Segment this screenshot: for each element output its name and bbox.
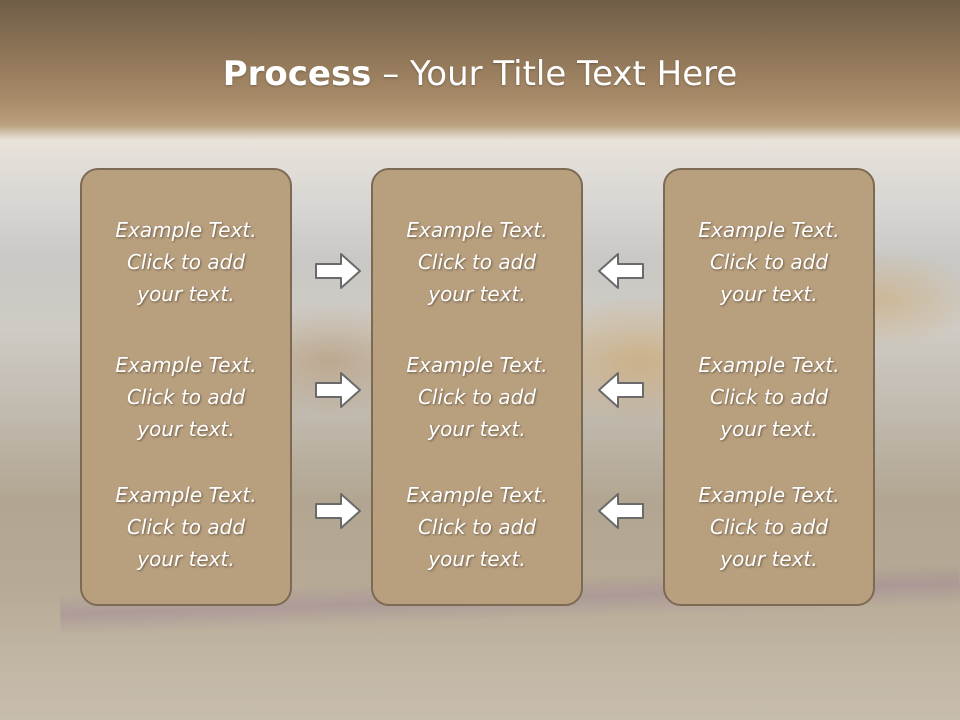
title-bold: Process [222,54,372,94]
text-line: your text. [428,417,526,441]
text-line: Click to add [417,250,537,274]
text-line: your text. [720,547,818,571]
text-line: Example Text. [698,353,840,377]
text-line: your text. [428,547,526,571]
text-line: Click to add [126,250,246,274]
text-line: your text. [137,417,235,441]
text-line: Click to add [417,515,537,539]
text-item[interactable]: Example Text. Click to add your text. [665,214,873,310]
text-item[interactable]: Example Text. Click to add your text. [665,479,873,575]
text-line: Example Text. [115,218,257,242]
text-line: your text. [720,282,818,306]
left-arrow-icon [598,372,644,408]
text-line: Example Text. [115,483,257,507]
text-box-right[interactable]: Example Text. Click to add your text. Ex… [663,168,875,606]
text-line: Click to add [709,250,829,274]
text-line: your text. [137,282,235,306]
text-line: Example Text. [698,218,840,242]
text-item[interactable]: Example Text. Click to add your text. [373,214,581,310]
text-line: Click to add [126,385,246,409]
text-line: Click to add [126,515,246,539]
text-item[interactable]: Example Text. Click to add your text. [373,349,581,445]
text-item[interactable]: Example Text. Click to add your text. [82,479,290,575]
text-line: Example Text. [698,483,840,507]
text-line: Example Text. [115,353,257,377]
text-line: Example Text. [406,483,548,507]
text-item[interactable]: Example Text. Click to add your text. [665,349,873,445]
text-line: Click to add [709,385,829,409]
text-line: your text. [720,417,818,441]
right-arrow-icon [315,253,361,289]
text-item[interactable]: Example Text. Click to add your text. [82,349,290,445]
text-item[interactable]: Example Text. Click to add your text. [82,214,290,310]
left-arrow-icon [598,493,644,529]
text-box-left[interactable]: Example Text. Click to add your text. Ex… [80,168,292,606]
text-line: Click to add [709,515,829,539]
text-line: Example Text. [406,353,548,377]
text-line: your text. [428,282,526,306]
right-arrow-icon [315,493,361,529]
slide-title[interactable]: Process – Your Title Text Here [0,52,960,96]
text-line: your text. [137,547,235,571]
text-line: Example Text. [406,218,548,242]
right-arrow-icon [315,372,361,408]
text-item[interactable]: Example Text. Click to add your text. [373,479,581,575]
text-line: Click to add [417,385,537,409]
title-rest: – Your Title Text Here [371,54,738,94]
left-arrow-icon [598,253,644,289]
text-box-middle[interactable]: Example Text. Click to add your text. Ex… [371,168,583,606]
